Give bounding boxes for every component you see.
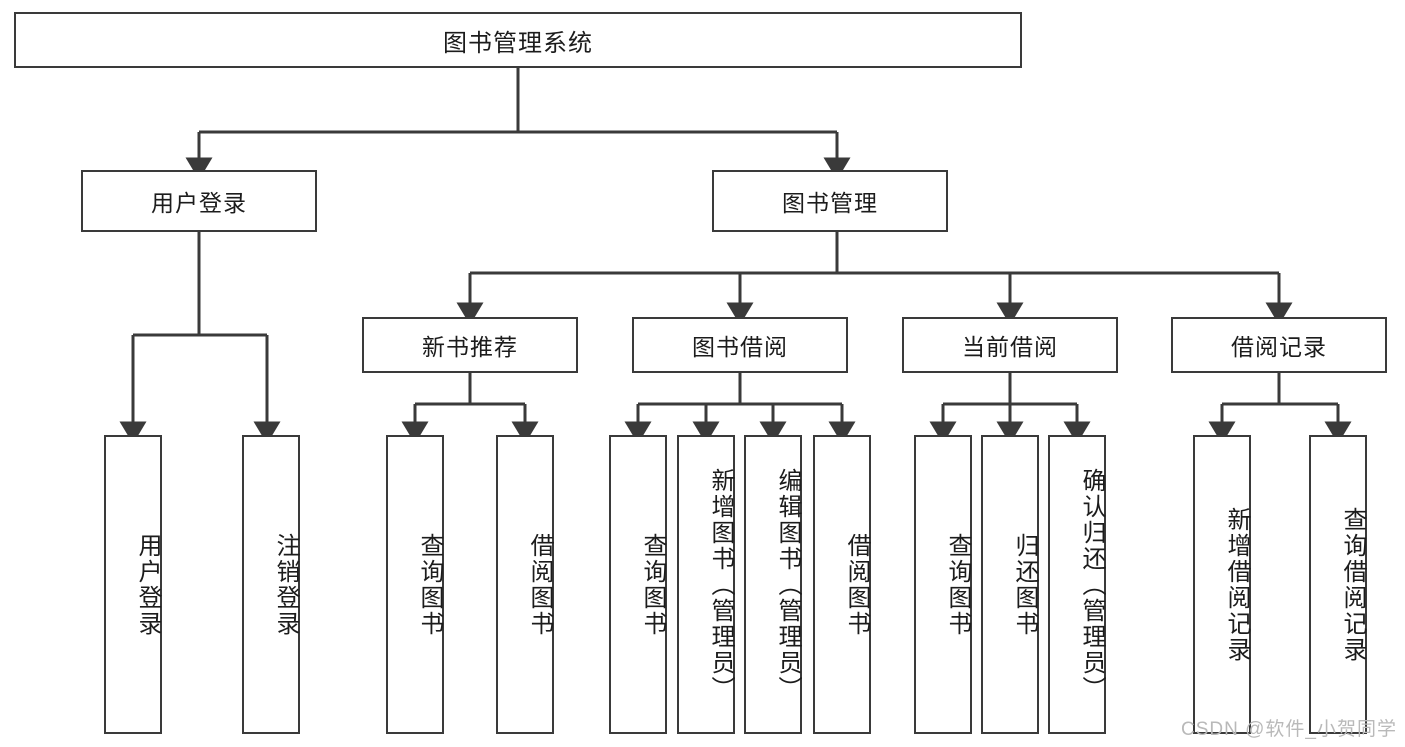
node-label: 借阅记录 — [1231, 334, 1327, 360]
node-label: 注销登录 — [272, 532, 299, 637]
node-leaf-query-book-3[interactable]: 查询图书 — [914, 435, 972, 734]
node-label: 用户登录 — [151, 190, 247, 216]
node-current-borrow[interactable]: 当前借阅 — [902, 317, 1118, 373]
node-book-borrow[interactable]: 图书借阅 — [632, 317, 848, 373]
node-label: 借阅图书 — [843, 532, 870, 637]
node-user-login[interactable]: 用户登录 — [81, 170, 317, 232]
node-leaf-add-record[interactable]: 新增借阅记录 — [1193, 435, 1251, 734]
node-leaf-borrow-book-2[interactable]: 借阅图书 — [813, 435, 871, 734]
node-label: 新书推荐 — [422, 334, 518, 360]
node-leaf-edit-book[interactable]: 编辑图书（管理员） — [744, 435, 802, 734]
node-book-management-system[interactable]: 图书管理系统 — [14, 12, 1022, 68]
node-label: 借阅图书 — [526, 532, 553, 637]
node-label: 归还图书 — [1011, 532, 1038, 637]
node-leaf-query-record[interactable]: 查询借阅记录 — [1309, 435, 1367, 734]
node-new-book-rec[interactable]: 新书推荐 — [362, 317, 578, 373]
node-label: 用户登录 — [134, 532, 161, 637]
node-leaf-query-book-1[interactable]: 查询图书 — [386, 435, 444, 734]
node-label: 图书管理 — [782, 190, 878, 216]
node-leaf-return-book[interactable]: 归还图书 — [981, 435, 1039, 734]
node-leaf-borrow-book-1[interactable]: 借阅图书 — [496, 435, 554, 734]
node-label: 当前借阅 — [962, 334, 1058, 360]
node-book-manage[interactable]: 图书管理 — [712, 170, 948, 232]
node-leaf-user-login[interactable]: 用户登录 — [104, 435, 162, 734]
node-label: 查询借阅记录 — [1339, 506, 1366, 663]
node-leaf-logout[interactable]: 注销登录 — [242, 435, 300, 734]
node-label: 新增图书（管理员） — [707, 467, 734, 702]
node-label: 查询图书 — [416, 532, 443, 637]
node-label: 图书借阅 — [692, 334, 788, 360]
node-label: 查询图书 — [639, 532, 666, 637]
node-borrow-record[interactable]: 借阅记录 — [1171, 317, 1387, 373]
node-label: 确认归还（管理员） — [1078, 467, 1105, 702]
node-leaf-query-book-2[interactable]: 查询图书 — [609, 435, 667, 734]
node-leaf-confirm-return[interactable]: 确认归还（管理员） — [1048, 435, 1106, 734]
node-label: 编辑图书（管理员） — [774, 467, 801, 702]
node-label: 图书管理系统 — [443, 29, 593, 57]
node-label: 新增借阅记录 — [1223, 506, 1250, 663]
node-label: 查询图书 — [944, 532, 971, 637]
node-leaf-add-book[interactable]: 新增图书（管理员） — [677, 435, 735, 734]
